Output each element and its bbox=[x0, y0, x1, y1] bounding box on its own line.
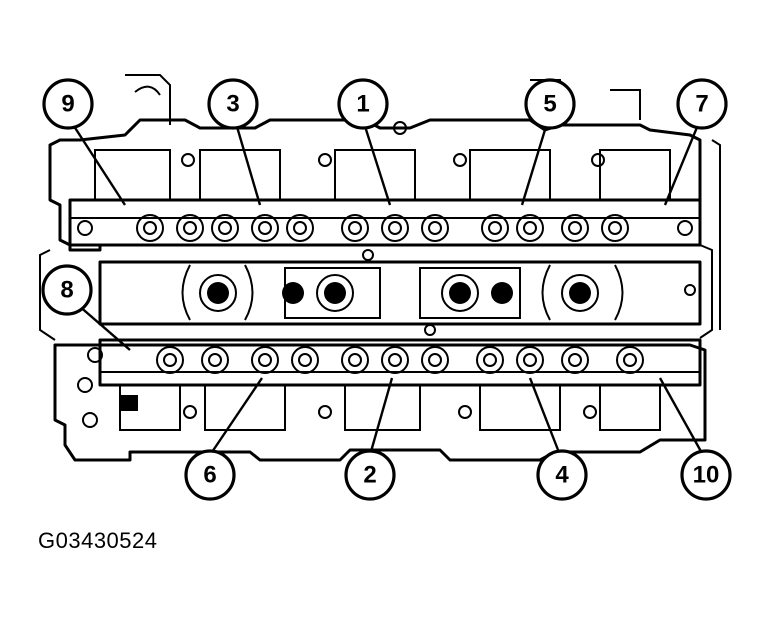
callout-4: 4 bbox=[536, 449, 588, 501]
callout-label: 10 bbox=[693, 462, 720, 489]
callout-label: 1 bbox=[356, 91, 369, 118]
callout-label: 8 bbox=[60, 277, 73, 304]
callout-9: 9 bbox=[42, 78, 94, 130]
callout-label: 7 bbox=[695, 91, 708, 118]
callout-10: 10 bbox=[680, 449, 732, 501]
center-plug-band bbox=[98, 249, 702, 326]
callout-7: 7 bbox=[676, 78, 728, 130]
lower-bearing-row bbox=[77, 324, 702, 431]
callout-6: 6 bbox=[184, 449, 236, 501]
lower-valve-row bbox=[156, 346, 644, 374]
upper-bearing-row bbox=[68, 121, 702, 247]
callout-label: 4 bbox=[555, 462, 569, 489]
callout-label: 6 bbox=[203, 462, 216, 489]
figure-id-label: G03430524 bbox=[38, 528, 158, 553]
callout-label: 5 bbox=[543, 91, 556, 118]
upper-valve-row bbox=[136, 214, 629, 242]
callout-label: 2 bbox=[363, 462, 376, 489]
callout-2: 2 bbox=[344, 449, 396, 501]
callout-3: 3 bbox=[207, 78, 259, 130]
callout-label: 9 bbox=[61, 91, 74, 118]
spark-plug-wells bbox=[199, 274, 599, 312]
callout-1: 1 bbox=[337, 78, 389, 130]
callout-label: 3 bbox=[226, 91, 239, 118]
callout-5: 5 bbox=[524, 78, 576, 130]
callout-8: 8 bbox=[41, 264, 93, 316]
leader-lines bbox=[68, 119, 705, 456]
